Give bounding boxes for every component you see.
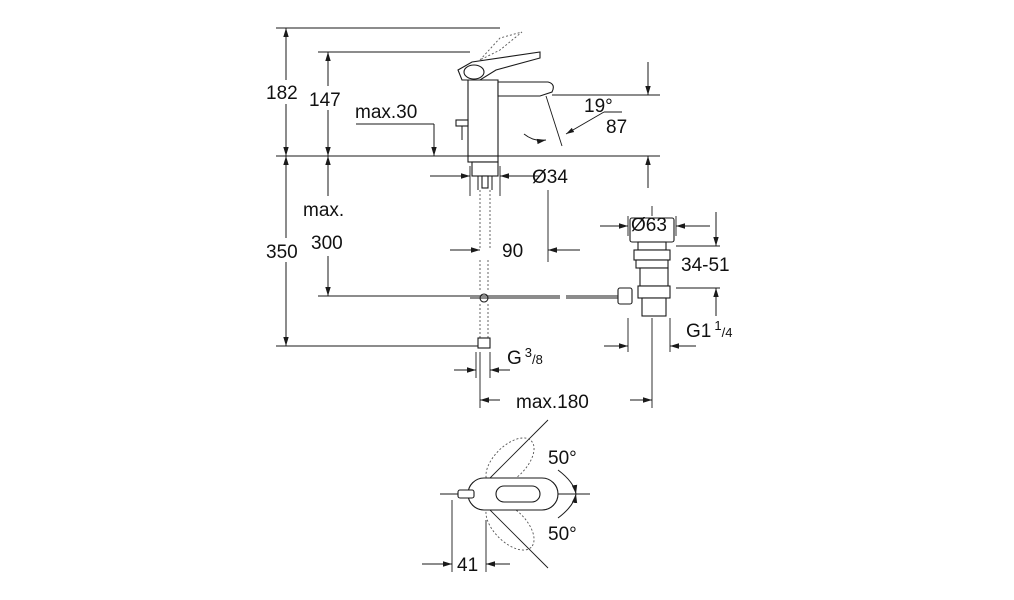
label-max30: max.30	[355, 102, 417, 123]
dimension-41	[422, 500, 510, 572]
label-90: 90	[502, 241, 523, 262]
faucet-top-view	[440, 419, 590, 569]
label-angle-50-top: 50°	[548, 448, 577, 469]
label-182: 182	[266, 83, 298, 104]
label-87: 87	[606, 117, 627, 138]
label-34-51: 34-51	[681, 255, 730, 276]
label-max: max.	[303, 200, 344, 221]
waste-assembly	[617, 206, 675, 317]
dimension-g3-8	[454, 352, 510, 378]
label-350: 350	[266, 242, 298, 263]
label-300: 300	[311, 233, 343, 254]
dimension-max30	[356, 123, 437, 156]
shank-and-hoses	[467, 155, 499, 349]
label-dia63: Ø63	[631, 215, 667, 236]
label-angle-19: 19°	[584, 96, 613, 117]
label-angle-50-bottom: 50°	[548, 524, 577, 545]
label-max180: max.180	[516, 392, 589, 413]
label-147: 147	[309, 90, 341, 111]
popup-rod	[470, 295, 618, 299]
dimension-labels: 182 147 max.30 19° 87 Ø34 max. 300 350 9…	[266, 83, 732, 576]
label-dia34: Ø34	[532, 167, 568, 188]
label-41: 41	[457, 555, 478, 576]
faucet-side-view	[455, 31, 622, 157]
dimension-dia34	[430, 166, 540, 196]
